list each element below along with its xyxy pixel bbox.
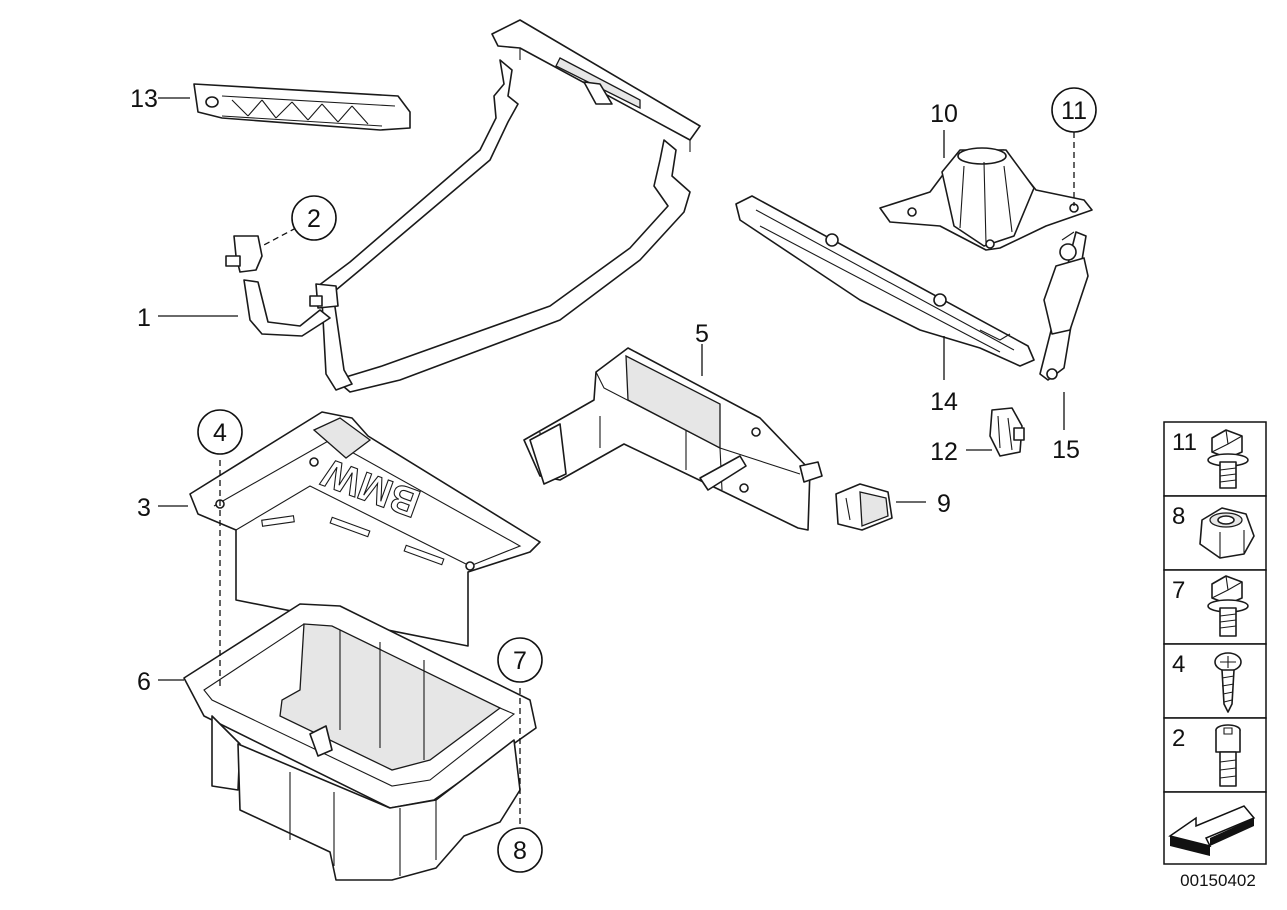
part-12-clip — [989, 407, 1025, 457]
callout-circle-8 — [497, 827, 543, 873]
part-1-strap-frame — [225, 19, 701, 393]
callout-circle-11 — [1051, 87, 1097, 133]
part-13-bracket — [193, 83, 411, 131]
part-9-clip — [835, 483, 893, 531]
legend-label-7: 7 — [1172, 577, 1185, 604]
fastener-legend: 11 8 7 4 — [1163, 421, 1267, 865]
socket-head-bolt-icon — [1215, 724, 1241, 787]
callout-12: 12 — [930, 438, 958, 466]
part-14-crossbar — [735, 195, 1035, 367]
callout-1: 1 — [137, 304, 151, 332]
callout-9: 9 — [937, 490, 951, 518]
callout-3: 3 — [137, 494, 151, 522]
document-number: 00150402 — [1180, 871, 1256, 890]
phillips-screw-icon — [1214, 652, 1242, 713]
leader-lines — [158, 97, 1075, 826]
legend-label-8: 8 — [1172, 503, 1185, 530]
callouts: 13 2 1 4 3 6 7 8 5 9 10 11 12 14 15 — [130, 85, 1097, 873]
callout-circle-4 — [197, 409, 243, 455]
callout-15: 15 — [1052, 436, 1080, 464]
hex-nut-icon — [1199, 507, 1255, 559]
callout-13: 13 — [130, 85, 158, 113]
legend-label-2: 2 — [1172, 725, 1185, 752]
legend-box-2 — [1163, 717, 1267, 793]
direction-arrow-icon — [1168, 805, 1256, 856]
part-3-liner: BMW — [189, 411, 541, 647]
legend-box-4 — [1163, 643, 1267, 719]
callout-10: 10 — [930, 100, 958, 128]
hex-flange-bolt-icon — [1207, 429, 1249, 489]
callout-8: 8 — [513, 837, 527, 865]
callout-4: 4 — [213, 419, 227, 447]
callout-6: 6 — [137, 668, 151, 696]
legend-label-4: 4 — [1172, 651, 1185, 678]
callout-14: 14 — [930, 388, 958, 416]
callout-7: 7 — [513, 647, 527, 675]
part-6-tub — [183, 603, 537, 881]
callout-circle-2 — [291, 195, 337, 241]
legend-label-11: 11 — [1172, 429, 1197, 456]
callout-2: 2 — [307, 205, 321, 233]
part-5-tray — [523, 347, 823, 531]
part-15-strut — [1039, 231, 1089, 381]
callout-circle-7 — [497, 637, 543, 683]
callout-5: 5 — [695, 320, 709, 348]
callout-11: 11 — [1061, 97, 1087, 125]
hex-flange-bolt-icon — [1207, 575, 1249, 637]
part-10-housing — [879, 147, 1093, 251]
